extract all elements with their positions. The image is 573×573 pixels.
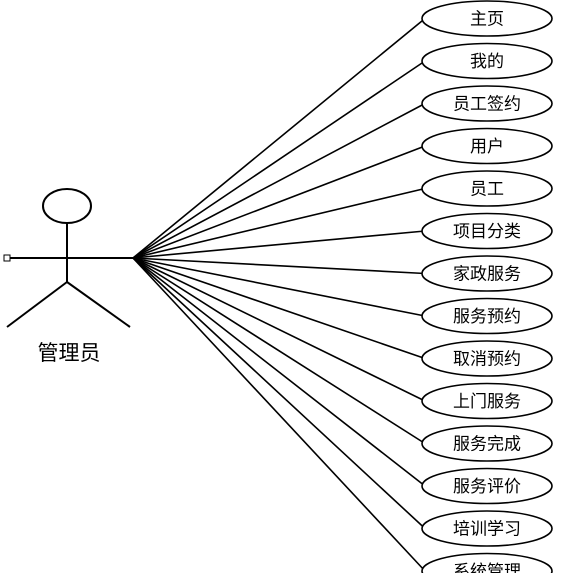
use-case-ellipse: [421, 85, 553, 122]
use-case-ellipse: [421, 552, 553, 573]
use-case: 服务完成: [421, 425, 553, 462]
actor-head: [42, 188, 92, 224]
use-case-ellipse: [421, 382, 553, 420]
use-case-label: 主页: [470, 10, 504, 30]
association-line: [132, 257, 426, 402]
use-case: 家政服务: [421, 255, 553, 292]
use-case-ellipse: [421, 212, 553, 250]
use-case-ellipse: [421, 170, 553, 207]
use-case-label: 用户: [470, 137, 504, 157]
association-line: [132, 257, 426, 445]
use-case-ellipse: [421, 467, 553, 505]
use-case: 项目分类: [421, 212, 553, 250]
use-case-label: 系统管理: [453, 562, 521, 573]
use-case: 培训学习: [421, 510, 553, 547]
connector-handle: [3, 254, 11, 262]
association-line: [132, 257, 426, 487]
association-line: [132, 257, 426, 275]
use-case: 我的: [421, 42, 553, 80]
use-case: 上门服务: [421, 382, 553, 420]
use-case-label: 培训学习: [453, 520, 521, 540]
actor-left-leg: [6, 281, 68, 328]
actor-figure: 管理员: [3, 188, 133, 365]
use-case-ellipse: [421, 340, 553, 377]
use-case-ellipse: [421, 0, 553, 37]
use-case: 用户: [421, 127, 553, 165]
use-case-label: 取消预约: [453, 350, 521, 370]
association-line: [132, 187, 426, 259]
use-case-label: 员工: [470, 180, 504, 200]
association-line: [132, 257, 426, 317]
use-case-label: 项目分类: [453, 222, 521, 242]
association-line: [132, 230, 426, 259]
use-case: 系统管理: [421, 552, 553, 573]
association-line: [132, 60, 426, 259]
use-case-ellipse: [421, 127, 553, 165]
use-case-ellipse: [421, 255, 553, 292]
association-line: [132, 257, 426, 360]
association-line: [132, 257, 426, 572]
use-case-ellipse: [421, 42, 553, 80]
use-case-label: 服务完成: [453, 435, 521, 455]
use-case: 员工签约: [421, 85, 553, 122]
use-case-label: 员工签约: [453, 95, 521, 115]
association-line: [132, 145, 426, 259]
actor-right-leg: [66, 281, 131, 328]
use-case-ellipse: [421, 297, 553, 335]
use-case-label: 我的: [470, 52, 504, 72]
use-case-ellipse: [421, 510, 553, 547]
use-case-label: 服务预约: [453, 307, 521, 327]
association-line: [132, 17, 426, 259]
association-lines: [132, 17, 426, 572]
use-case-label: 家政服务: [453, 265, 521, 285]
use-case-label: 上门服务: [453, 392, 521, 412]
association-line: [132, 102, 426, 259]
use-case: 取消预约: [421, 340, 553, 377]
use-case-list: 主页我的员工签约用户员工项目分类家政服务服务预约取消预约上门服务服务完成服务评价…: [421, 0, 553, 573]
use-case: 服务评价: [421, 467, 553, 505]
actor-name: 管理员: [38, 341, 101, 365]
use-case-label: 服务评价: [453, 477, 521, 497]
use-case: 主页: [421, 0, 553, 37]
use-case-ellipse: [421, 425, 553, 462]
association-line: [132, 257, 426, 530]
use-case: 员工: [421, 170, 553, 207]
use-case: 服务预约: [421, 297, 553, 335]
